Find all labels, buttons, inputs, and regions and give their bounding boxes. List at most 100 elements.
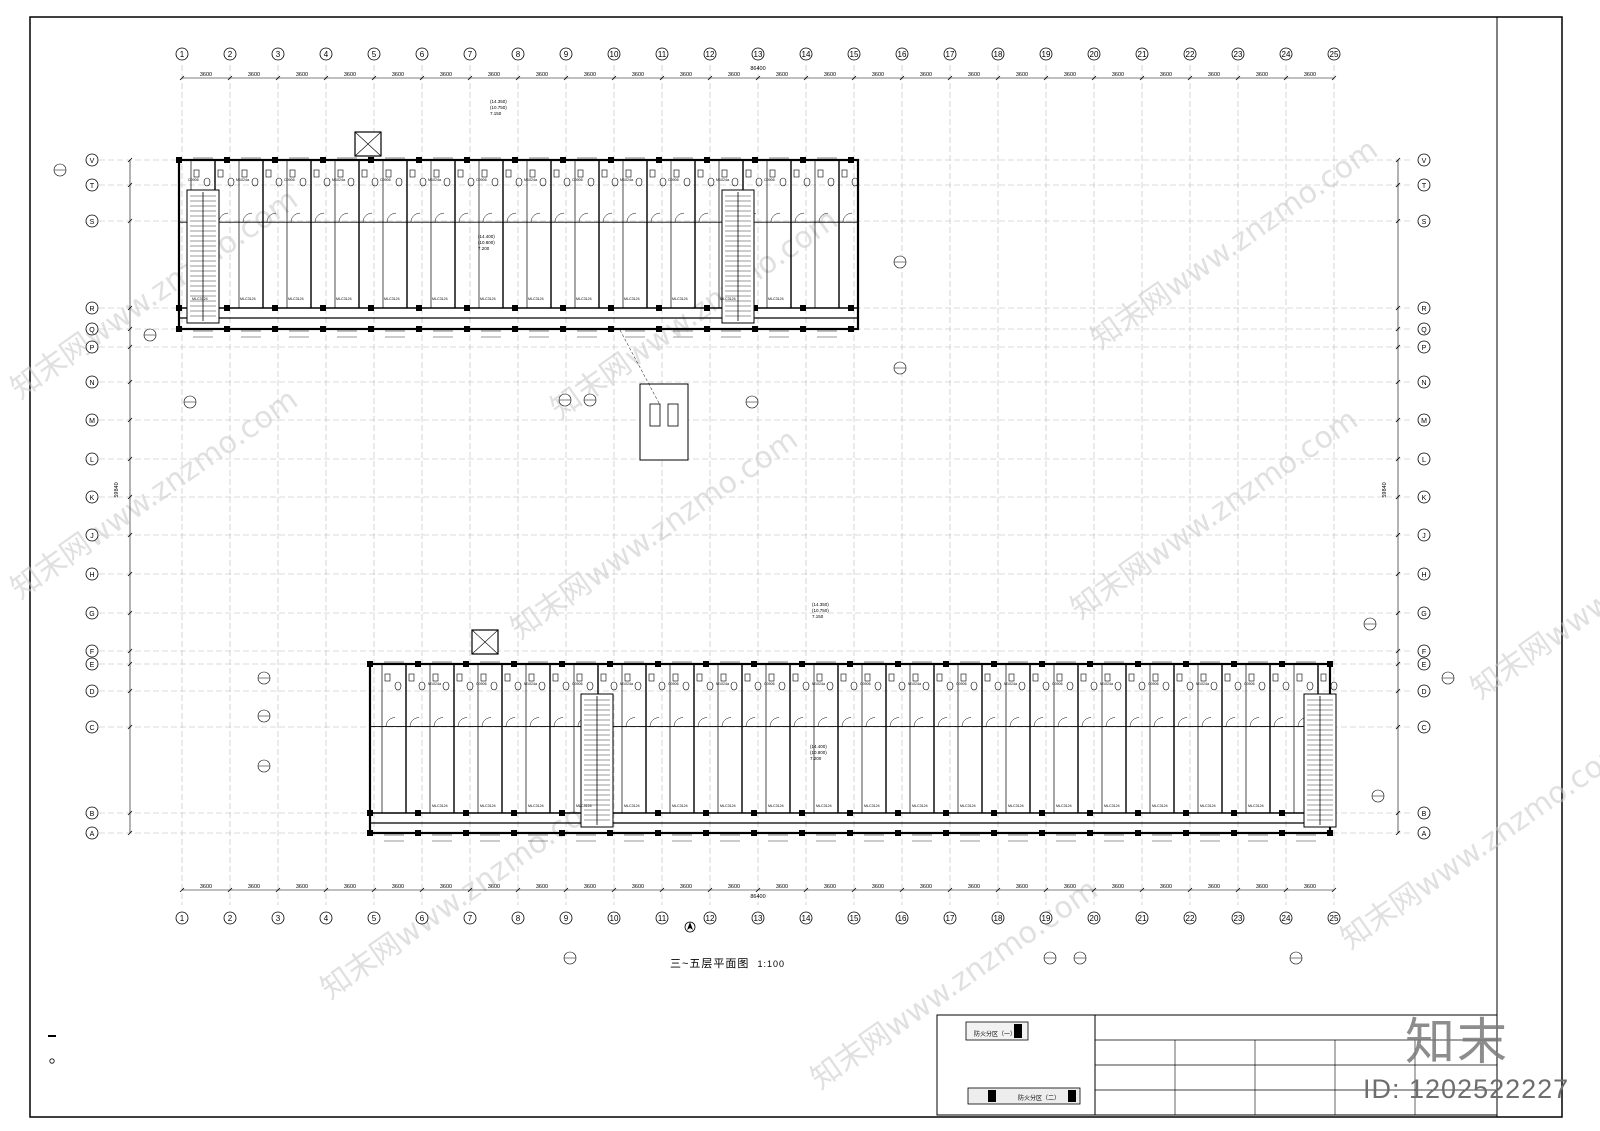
bay-dimension: 3600: [248, 72, 260, 78]
structural-column: [752, 305, 758, 311]
structural-column: [1087, 830, 1093, 836]
bay-dimension: 3600: [1016, 72, 1028, 78]
structural-column: [463, 661, 469, 667]
axis-bubble: [1231, 911, 1245, 925]
axis-label: 24: [1282, 914, 1291, 923]
structural-column: [416, 305, 422, 311]
door-swing: [698, 212, 709, 223]
axis-bubble: [703, 47, 717, 61]
axis-label: M: [89, 418, 95, 425]
door-swing: [841, 717, 852, 727]
sink-fixture: [946, 681, 954, 691]
door-swing: [290, 212, 301, 223]
structural-column: [464, 305, 470, 311]
axis-label: B: [1422, 811, 1427, 818]
door-swing: [1177, 717, 1188, 727]
axis-bubbles: 1122334455667788991010111112121313141415…: [85, 47, 1431, 925]
structural-column: [848, 157, 854, 163]
bay-dimension: 3600: [536, 72, 548, 78]
toilet-fixture: [409, 169, 416, 178]
toilet-fixture: [841, 169, 848, 178]
axis-label: A: [1422, 831, 1427, 838]
sink-fixture: [562, 681, 570, 691]
elevation-note: (10.750): [812, 608, 829, 613]
axis-label: N: [1421, 380, 1426, 387]
toilet-fixture: [744, 673, 751, 682]
sink-fixture: [1066, 681, 1074, 691]
axis-label: 18: [994, 50, 1003, 59]
structural-column: [751, 661, 757, 667]
axis-label: 13: [754, 50, 763, 59]
axis-label: 3: [276, 50, 281, 59]
axis-bubble: [1135, 911, 1149, 925]
room-label: MLC3124: [960, 804, 976, 808]
axis-label: L: [90, 457, 94, 464]
door-swing: [985, 717, 996, 727]
elevation-note: (14.400): [478, 234, 495, 239]
door-swing: [1009, 717, 1020, 727]
toilet-fixture: [1200, 673, 1207, 682]
exterior-wall: [177, 158, 860, 331]
door-swing: [721, 717, 732, 727]
bay-dimension: 3600: [296, 884, 308, 890]
axis-label: V: [90, 158, 95, 165]
axis-bubble: [85, 413, 99, 427]
bay-dimension: 3600: [1064, 884, 1076, 890]
structural-column: [751, 810, 757, 816]
structural-column: [415, 810, 421, 816]
axis-bubble: [1417, 178, 1431, 192]
structural-column: [799, 810, 805, 816]
sink-fixture: [467, 177, 475, 187]
room-label: MLC3124: [768, 297, 784, 301]
room-label: M1024a: [428, 682, 441, 686]
room-label: MLC3124: [816, 804, 832, 808]
door-swing: [338, 212, 349, 223]
door-swing: [865, 717, 876, 727]
axis-label: 1: [180, 914, 185, 923]
room-label: C0906: [188, 178, 199, 182]
door-swing: [242, 212, 253, 223]
toilet-fixture: [793, 169, 800, 178]
toilet-fixture: [1056, 673, 1063, 682]
door-swing: [1129, 717, 1140, 727]
elevator-cross: [471, 629, 499, 655]
door-swing: [458, 212, 469, 223]
toilet-fixture: [1272, 673, 1279, 682]
sink-fixture: [730, 681, 738, 691]
sink-fixture: [707, 177, 715, 187]
toilet-fixture: [265, 169, 272, 178]
axis-label: F: [90, 649, 94, 656]
door-swing: [434, 212, 445, 223]
toilet-fixture: [337, 169, 344, 178]
room-label: C0906: [572, 682, 583, 686]
sink-fixture: [563, 177, 571, 187]
bay-dimension: 3600: [824, 72, 836, 78]
axis-label: 17: [946, 50, 955, 59]
sink-fixture: [755, 177, 763, 187]
door-swing: [769, 717, 780, 727]
structural-column: [1279, 830, 1285, 836]
door-swing: [770, 212, 781, 223]
toilet-fixture: [456, 673, 463, 682]
structural-column: [224, 305, 230, 311]
structural-column: [320, 157, 326, 163]
toilet-fixture: [1320, 673, 1327, 682]
axis-label: 8: [516, 50, 521, 59]
total-dimension: 59840: [1382, 482, 1388, 497]
bay-dimension: 3600: [1160, 72, 1172, 78]
structural-column: [367, 830, 373, 836]
room-label: MLC3124: [576, 804, 592, 808]
structural-column: [655, 661, 661, 667]
axis-bubble: [991, 47, 1005, 61]
axis-label: 19: [1042, 50, 1051, 59]
door-swing: [530, 212, 541, 223]
structural-column: [1327, 830, 1333, 836]
axis-label: 22: [1186, 914, 1195, 923]
axis-label: V: [1422, 158, 1427, 165]
bay-dimension: 3600: [680, 884, 692, 890]
axis-bubble: [799, 911, 813, 925]
door-swing: [673, 717, 684, 727]
room-label: C0906: [764, 178, 775, 182]
room-label: C0906: [1148, 682, 1159, 686]
room-label: MLC3124: [1008, 804, 1024, 808]
